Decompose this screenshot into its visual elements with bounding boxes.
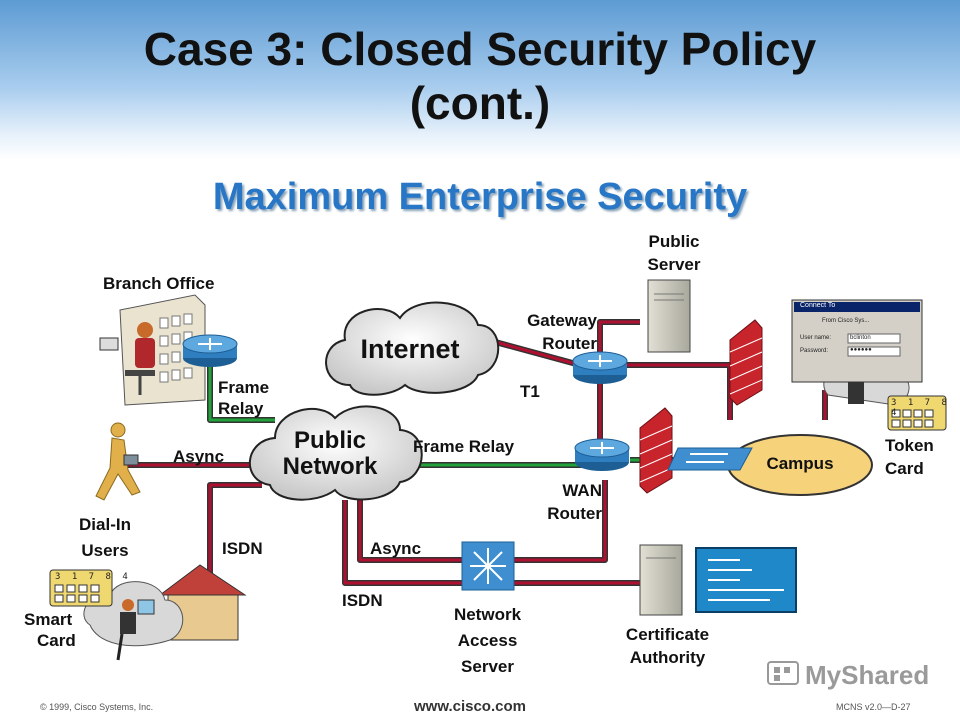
t1-label: T1	[520, 382, 540, 401]
header-gradient	[0, 0, 960, 160]
footer-url[interactable]: www.cisco.com	[414, 698, 526, 715]
wan-router-icon	[574, 438, 630, 471]
smart-card-icon	[49, 569, 113, 607]
footer-watermark: MyShared	[805, 660, 930, 690]
smart-card-digits: 3 1 7 8 4	[55, 572, 131, 582]
login-dialog-password-label: Password:	[800, 348, 829, 354]
campus-label: Campus	[766, 454, 834, 473]
lan-switch-icon	[667, 447, 753, 471]
slide-subtitle: Maximum Enterprise Security	[212, 176, 748, 218]
myshared-logo-icon	[767, 661, 799, 685]
login-dialog-user-label: User name:	[800, 335, 832, 341]
public-server-icon	[647, 279, 691, 353]
login-dialog-title: Connect To	[800, 302, 836, 309]
slide-title: Case 3: Closed Security Policy (cont.)	[143, 23, 817, 129]
network-access-server-icon	[461, 541, 515, 591]
async-left-label: Async	[173, 447, 225, 466]
isdn-left-label: ISDN	[222, 539, 263, 558]
frame-relay-center-label: Frame Relay	[413, 437, 515, 456]
network-access-server-label: Network Access Server	[453, 605, 522, 676]
async-bottom-label: Async	[370, 539, 422, 558]
dial-in-user-icon	[95, 422, 141, 501]
internet-label: Internet	[360, 334, 460, 364]
footer-code: MCNS v2.0—D-27	[836, 702, 911, 712]
branch-router-icon	[182, 334, 238, 367]
gateway-router-icon	[572, 351, 628, 384]
certificate-server-icon	[639, 544, 683, 616]
firewall-icon-top	[729, 319, 763, 406]
branch-office-label: Branch Office	[103, 274, 215, 293]
footer-copyright: © 1999, Cisco Systems, Inc.	[40, 702, 154, 712]
certificate-icon	[695, 547, 797, 613]
token-card-digits: 3 1 7 8 4	[891, 398, 950, 418]
public-network-label: Public Network	[282, 427, 378, 480]
token-card-icon	[887, 395, 947, 431]
login-dialog-from: From Cisco Sys...	[822, 318, 870, 324]
login-dialog-icon	[791, 299, 923, 383]
login-dialog-user-value: bclinton	[850, 335, 871, 341]
internet-cloud-icon	[325, 301, 500, 396]
public-network-cloud-icon	[248, 405, 423, 501]
firewall-icon-bottom	[639, 407, 673, 494]
isdn-bottom-label: ISDN	[342, 591, 383, 610]
branch-office-building-icon	[99, 294, 206, 406]
login-dialog-password-value: ●●●●●●	[850, 347, 872, 353]
